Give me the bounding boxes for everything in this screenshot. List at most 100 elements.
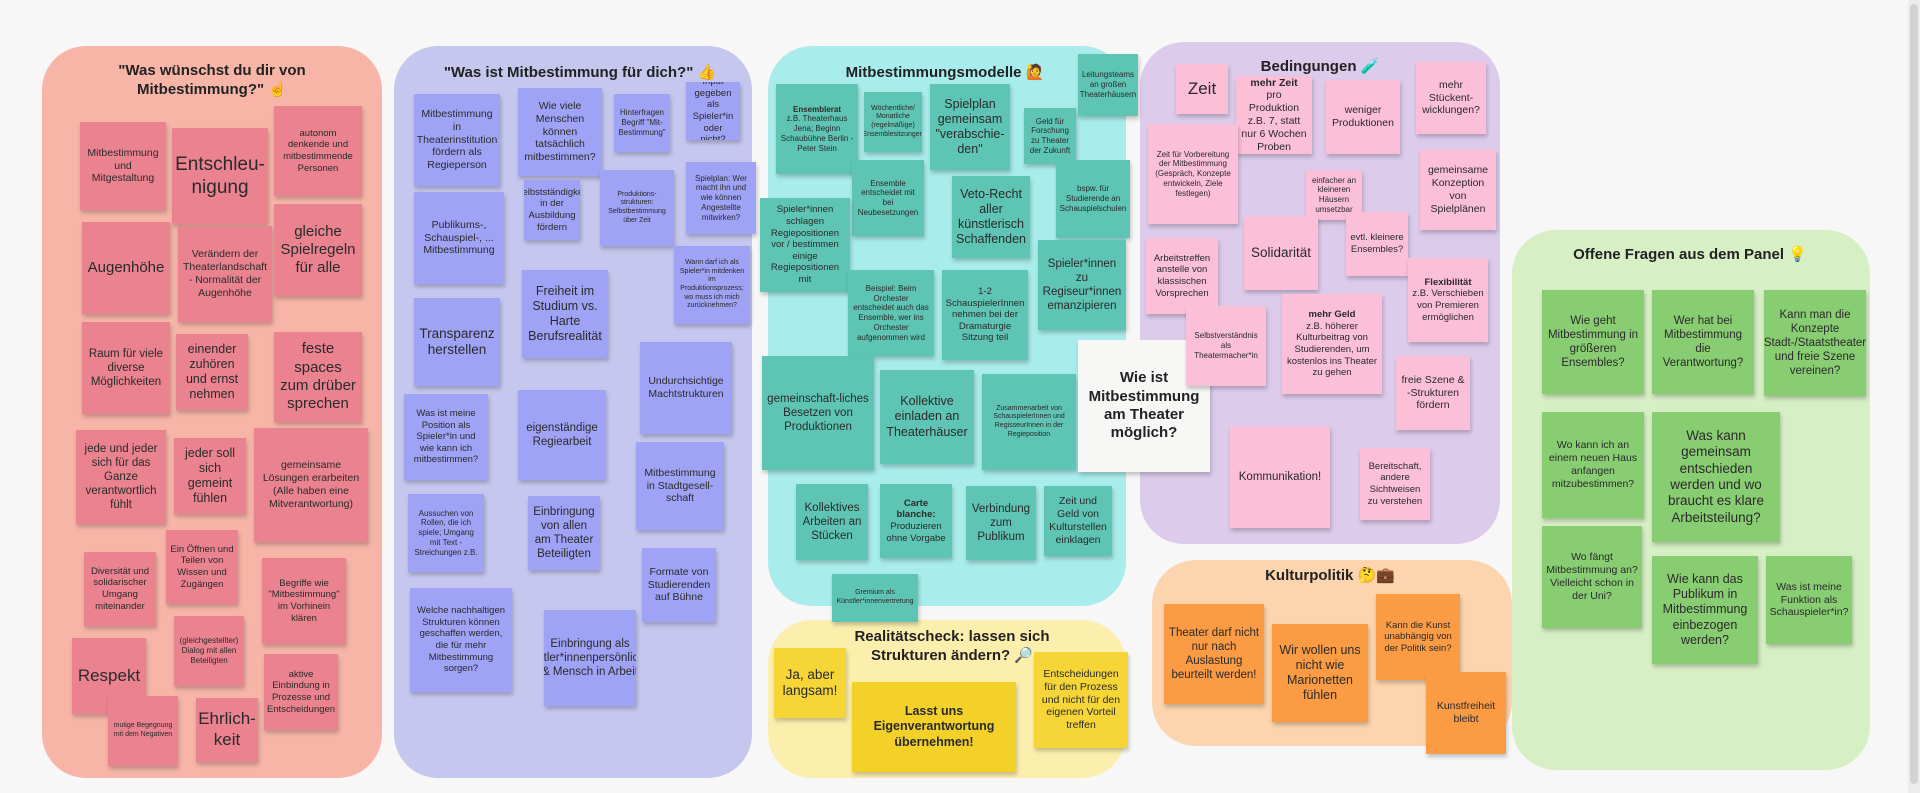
sticky-note[interactable]: Was ist meine Funktion als Schauspieler*… [1766,556,1852,644]
sticky-note[interactable]: Mitbestimmung in Stadtgesell-schaft [636,442,724,530]
sticky-note[interactable]: Kann die Kunst unabhängig von der Politi… [1376,594,1460,680]
sticky-note[interactable]: Spielplan gemeinsam "verabschie-den" [930,84,1010,170]
sticky-note[interactable]: Ensemblerat z.B. Theaterhaus Jena; Begin… [776,84,858,174]
sticky-note[interactable]: Entschleu-nigung [172,128,268,224]
sticky-note[interactable]: Einbringung als Künstler*innenpersönlich… [544,610,636,706]
sticky-note[interactable]: Lasst uns Eigenverantwortung übernehmen! [852,682,1016,772]
sticky-note[interactable]: Mitbestimmung in Theaterinstitution förd… [414,94,500,186]
sticky-note[interactable]: Kann man die Konzepte Stadt-/Staatstheat… [1764,290,1866,396]
sticky-note[interactable]: Geld für Forschung zu Theater der Zukunf… [1024,108,1076,164]
sticky-note[interactable]: bspw. für Studierende an Schauspielschul… [1056,160,1130,238]
cluster-title-modelle: Mitbestimmungsmodelle 🙋 [845,64,1045,81]
note-heading: mehr Geld [1308,309,1356,321]
sticky-note[interactable]: Gremium als Künstler*innenvertretung [832,574,918,622]
central-question-note[interactable]: Wie ist Mitbestimmung am Theater möglich… [1078,340,1210,472]
sticky-note[interactable]: Input gegeben als Spieler*in oder nicht? [686,82,740,140]
sticky-note[interactable]: Wie kann das Publikum in Mitbestimmung e… [1652,556,1758,664]
sticky-note[interactable]: Kunstfreiheit bleibt [1426,672,1506,754]
sticky-note[interactable]: Zusammenarbeit von SchauspielerInnen und… [982,374,1076,470]
sticky-note[interactable]: Wöchentliche/ Monatliche (regelmäßige) E… [864,92,922,152]
sticky-note[interactable]: gleiche Spielregeln für alle [274,204,362,296]
sticky-note[interactable]: Flexibilität z.B. Verschieben von Premie… [1408,258,1488,342]
sticky-note[interactable]: Wo kann ich an einem neuen Haus anfangen… [1542,412,1644,518]
sticky-note[interactable]: Selbstständigkeit in der Ausbildung förd… [524,180,580,240]
sticky-note[interactable]: Kollektive einladen an Theaterhäuser [880,370,974,464]
sticky-note[interactable]: Zeit [1176,64,1228,114]
sticky-note[interactable]: aktive Einbindung in Prozesse und Entsch… [264,654,338,730]
sticky-note[interactable]: Spielplan: Wer macht ihn und wie können … [686,162,756,234]
sticky-note[interactable]: Verändern der Theaterlandschaft - Normal… [178,226,272,322]
sticky-note[interactable]: Theater darf nicht nur nach Auslastung b… [1164,604,1264,704]
sticky-note[interactable]: Ensemble entscheidet mit bei Neubesetzun… [852,160,924,236]
sticky-note[interactable]: Begriffe wie "Mitbestimmung" im Vorhinei… [262,558,346,644]
sticky-note[interactable]: Raum für viele diverse Möglichkeiten [82,322,170,414]
cluster-title-mitbestimmung: "Was ist Mitbestimmung für dich?" 👍 [443,64,717,81]
sticky-note[interactable]: Beispiel: Beim Orchester entscheidet auc… [848,270,934,356]
sticky-note[interactable]: Publikums-, Schauspiel-, ... Mitbestimmu… [414,192,504,284]
sticky-note[interactable]: Wir wollen uns nicht wie Marionetten füh… [1272,624,1368,722]
sticky-note[interactable]: weniger Produktionen [1326,80,1400,154]
cluster-title-offene-fragen: Offene Fragen aus dem Panel 💡 [1573,246,1807,263]
sticky-note[interactable]: einfacher an kleineren Häusern umsetzbar [1306,170,1362,220]
sticky-note[interactable]: Hinterfragen Begriff "Mit-Bestimmung" [614,94,670,152]
sticky-note[interactable]: mehr Geld z.B. höherer Kulturbeitrag von… [1282,294,1382,394]
sticky-note[interactable]: Was ist meine Position als Spieler*in un… [404,394,488,480]
sticky-note[interactable]: Freiheit im Studium vs. Harte Berufsreal… [522,270,608,358]
sticky-note[interactable]: Produktions-strukturen: Selbstbestimmung… [600,170,674,246]
sticky-note[interactable]: Einbringung von allen am Theater Beteili… [528,496,600,570]
sticky-note[interactable]: autonom denkende und mitbestimmende Pers… [274,106,362,196]
scrollbar-thumb[interactable] [1910,4,1918,784]
sticky-note[interactable]: Mitbestimmung und Mitgestaltung [80,122,166,210]
sticky-note[interactable]: Wie viele Menschen können tatsächlich mi… [518,88,602,176]
sticky-note[interactable]: Solidarität [1244,216,1318,290]
sticky-note[interactable]: Carte blanche: Produzieren ohne Vorgabe [880,484,952,558]
sticky-note[interactable]: Ein Öffnen und Teilen von Wissen und Zug… [166,530,238,604]
sticky-note[interactable]: gemeinsame Konzeption von Spielplänen [1420,150,1496,230]
sticky-note[interactable]: Wann darf ich als Spieler*in mitdenken i… [674,246,750,324]
sticky-note[interactable]: Wer hat bei Mitbestimmung die Verantwort… [1652,290,1754,394]
sticky-note[interactable]: feste spaces zum drüber sprechen [274,332,362,422]
sticky-note[interactable]: Spieler*innen schlagen Regiepositionen v… [760,198,850,292]
sticky-note[interactable]: einender zuhören und ernst nehmen [176,334,248,410]
sticky-note[interactable]: eigenständige Regiearbeit [518,390,606,480]
sticky-note[interactable]: Selbstverständnis als Theatermacher*in [1186,306,1266,386]
sticky-note[interactable]: Wo fängt Mitbestimmung an? Vielleicht sc… [1542,526,1642,628]
sticky-note[interactable]: jede und jeder sich für das Ganze verant… [76,430,166,524]
sticky-note[interactable]: Was kann gemeinsam entschieden werden un… [1652,412,1780,542]
sticky-note[interactable]: Ehrlich-keit [196,698,258,762]
sticky-note[interactable]: Kollektives Arbeiten an Stücken [796,484,868,560]
sticky-note[interactable]: evtl. kleinere Ensembles? [1346,212,1408,276]
sticky-note[interactable]: Wie geht Mitbestimmung in größeren Ensem… [1542,290,1644,394]
sticky-note[interactable]: Ja, aber langsam! [774,648,846,718]
sticky-note[interactable]: Zeit und Geld von Kulturstellen einklage… [1044,486,1112,556]
sticky-note[interactable]: 1-2 SchauspielerInnen nehmen bei der Dra… [942,270,1028,360]
sticky-note[interactable]: Formate von Studierenden auf Bühne [642,548,716,622]
sticky-note[interactable]: Verbindung zum Publikum [966,486,1036,560]
sticky-note[interactable]: gemeinsame Lösungen erarbeiten (Alle hab… [254,428,368,542]
sticky-note[interactable]: Entscheidungen für den Prozess und nicht… [1034,652,1128,748]
sticky-note[interactable]: Augenhöhe [82,222,170,314]
vertical-scrollbar[interactable] [1908,0,1920,793]
sticky-note[interactable]: Kommunikation! [1230,426,1330,528]
sticky-note[interactable]: jeder soll sich gemeint fühlen [174,438,246,514]
sticky-note[interactable]: Undurchsichtige Machtstrukturen [640,342,732,434]
sticky-note[interactable]: gemeinschaft-liches Besetzen von Produkt… [762,356,874,470]
sticky-note[interactable]: Arbeitstreffen anstelle von klassischen … [1146,238,1218,314]
sticky-note[interactable]: mehr Stückent-wicklungen? [1416,62,1486,134]
sticky-note[interactable]: Zeit für Vorbereitung der Mitbestimmung … [1148,124,1238,224]
cluster-title-realitaetscheck: Realitätscheck: lassen sich Strukturen ä… [854,628,1050,664]
sticky-note[interactable]: Veto-Recht aller künstlerisch Schaffende… [952,176,1030,258]
note-body: Produzieren ohne Vorgabe [886,521,946,544]
sticky-note[interactable]: mehr Zeit pro Produktion z.B. 7, statt n… [1236,76,1312,154]
sticky-note[interactable]: (gleichgestellter) Dialog mit allen Bete… [174,616,244,686]
sticky-note[interactable]: Leitungsteams an großen Theaterhäusern [1078,54,1138,116]
sticky-note[interactable]: mutige Begegnung mit dem Negativen [108,696,178,766]
sticky-note[interactable]: Diversität und solidarischer Umgang mite… [84,552,156,626]
sticky-note[interactable]: Spieler*innen zu Regiseur*innen emanzipi… [1038,240,1126,330]
sticky-note[interactable]: Aussuchen von Rollen, die ich spiele; Um… [408,494,484,572]
sticky-note[interactable]: Transparenz herstellen [414,298,500,386]
sticky-note[interactable]: Bereitschaft, andere Sichtweisen zu vers… [1360,448,1430,520]
sticky-note[interactable]: freie Szene & -Strukturen fördern [1396,356,1470,430]
sticky-note[interactable]: Welche nachhaltigen Strukturen können ge… [410,588,512,692]
